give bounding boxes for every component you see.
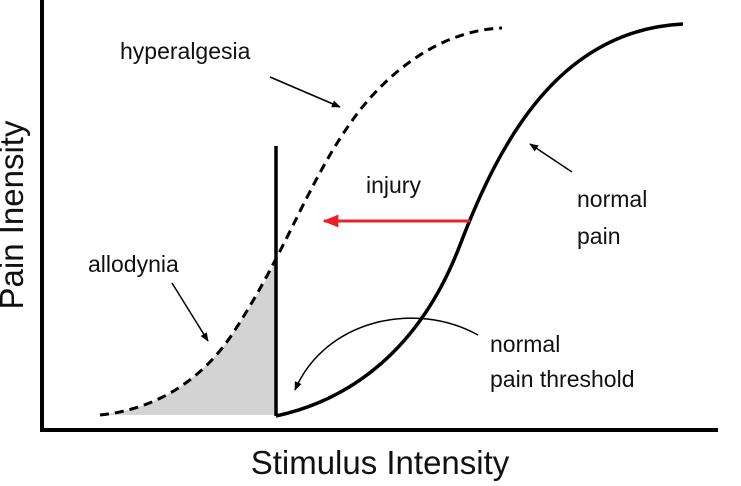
hyperalgesia-curve: [99, 26, 503, 417]
x-axis-title: Stimulus Intensity: [251, 444, 510, 481]
threshold-label-line2: pain threshold: [490, 366, 635, 392]
allodynia-label: allodynia: [88, 251, 179, 277]
allodynia-pointer: [171, 282, 209, 342]
normal-pain-curve: [275, 22, 684, 418]
allodynia-shaded-region: [100, 260, 276, 415]
threshold-pointer: [294, 317, 479, 391]
injury-label: injury: [366, 172, 421, 198]
normal-pain-label-line1: normal: [577, 186, 647, 212]
normal-pain-label-line2: pain: [577, 223, 620, 249]
hyperalgesia-label: hyperalgesia: [120, 38, 251, 64]
threshold-label-line1: normal: [490, 331, 560, 357]
y-axis-title: Pain Inensity: [0, 120, 30, 309]
hyperalgesia-pointer: [269, 76, 341, 108]
normal-pain-pointer: [529, 143, 573, 173]
